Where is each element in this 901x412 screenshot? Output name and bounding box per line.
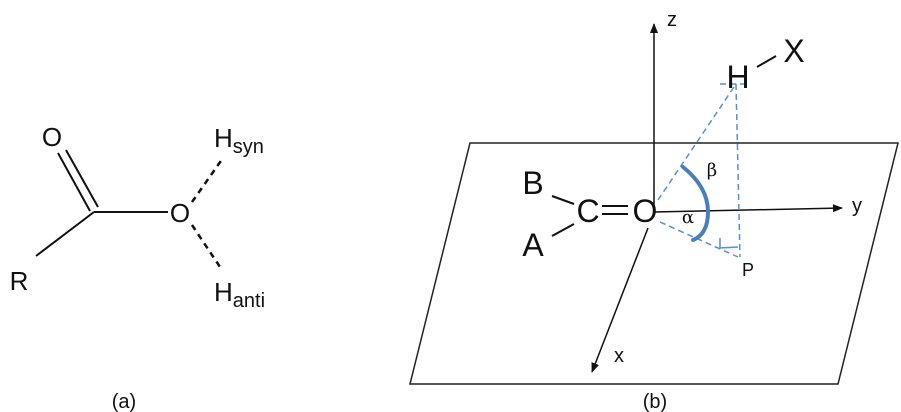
alpha-arc [691, 210, 710, 242]
y-axis [653, 204, 843, 213]
hbond-anti [190, 224, 224, 271]
z-axis-label: z [667, 9, 677, 31]
hbond-syn [190, 157, 225, 203]
dashed-o-h [657, 83, 737, 201]
bond-c-o-double-1 [57, 152, 91, 212]
h-syn-label: Hsyn [214, 123, 264, 158]
atom-c-label: C [576, 193, 599, 229]
alpha-label: α [682, 207, 694, 228]
r-group-label: R [10, 266, 29, 296]
beta-arc [681, 165, 710, 214]
y-axis-label: y [852, 195, 862, 217]
panel-b-caption: (b) [643, 391, 667, 412]
beta-label: β [707, 160, 717, 181]
dashed-h-p [735, 83, 741, 258]
h-anti-main: H [214, 277, 233, 307]
atom-h-label: H [726, 59, 749, 95]
atom-a-label: A [522, 227, 544, 263]
bond-b-c [551, 195, 575, 205]
construction-lines [657, 83, 746, 258]
atom-x-label: X [783, 33, 804, 69]
h-anti-label: Hanti [214, 277, 265, 312]
bond-c-o-double-2 [65, 149, 99, 208]
atom-o-label: O [633, 193, 658, 229]
h-syn-main: H [214, 123, 233, 153]
hydroxyl-oxygen-label: O [170, 198, 190, 228]
bond-h-x [756, 55, 777, 68]
panel-a-caption: (a) [112, 391, 136, 412]
dashed-o-p [659, 221, 739, 258]
panel-a: O O R Hsyn Hanti (a) [10, 122, 265, 412]
right-angle-marker [719, 238, 739, 249]
h-syn-subscript: syn [233, 136, 264, 158]
h-anti-subscript: anti [233, 290, 265, 312]
panel-b: z y x β α B A C O H X P (b) [409, 9, 899, 412]
x-axis-label: x [614, 345, 624, 367]
carbonyl-oxygen-label: O [42, 122, 62, 152]
bond-a-c [551, 223, 575, 237]
x-axis [591, 227, 649, 373]
bond-r-c [35, 211, 95, 257]
molecular-plane [409, 142, 899, 385]
atom-b-label: B [522, 165, 543, 201]
point-p-label: P [742, 260, 754, 280]
